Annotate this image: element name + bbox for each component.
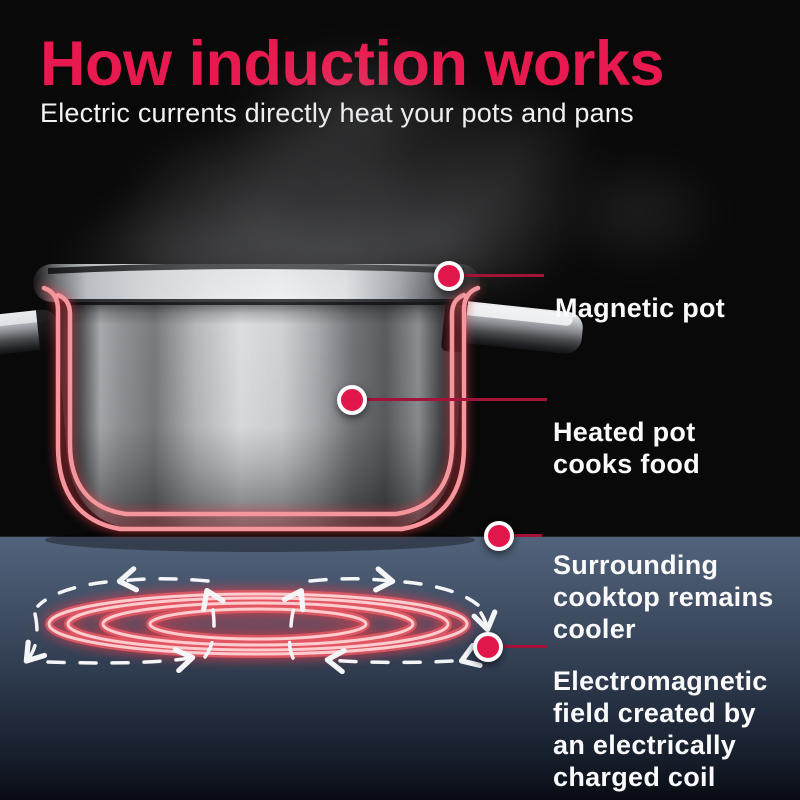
callout-label: Magnetic pot [555, 293, 726, 323]
leader-line-magnetic-pot [449, 274, 544, 277]
callout-dot-heated-pot [337, 385, 367, 415]
callout-dot-electromagnetic-field [473, 632, 503, 662]
callout-magnetic-pot: Magnetic pot [555, 260, 725, 324]
callout-label: Surrounding cooktop remains cooler [553, 550, 774, 644]
induction-outline [41, 285, 481, 532]
pot-handle-left [0, 298, 61, 358]
callout-surrounding-cooktop: Surrounding cooktop remains cooler [553, 517, 774, 645]
leader-line-heated-pot [351, 398, 547, 401]
pot-body [55, 302, 468, 529]
pot-rim [33, 263, 480, 305]
page-title: How induction works [40, 29, 665, 99]
callout-heated-pot: Heated pot cooks food [553, 384, 700, 480]
pot-handle-right [441, 291, 583, 354]
leader-line-surrounding-cooktop [499, 534, 542, 537]
field-line-loops [23, 566, 498, 675]
callout-dot-magnetic-pot [434, 261, 464, 291]
page-subtitle: Electric currents directly heat your pot… [40, 98, 634, 128]
callout-electromagnetic-field: Electromagnetic field created by an elec… [553, 633, 768, 793]
pot-shadow [45, 528, 475, 552]
leader-line-electromagnetic-field [488, 645, 547, 648]
coil-rings [20, 576, 496, 672]
callout-label: Electromagnetic field created by an elec… [553, 666, 768, 792]
callout-dot-surrounding-cooktop [484, 521, 514, 551]
callout-label: Heated pot cooks food [553, 417, 701, 479]
